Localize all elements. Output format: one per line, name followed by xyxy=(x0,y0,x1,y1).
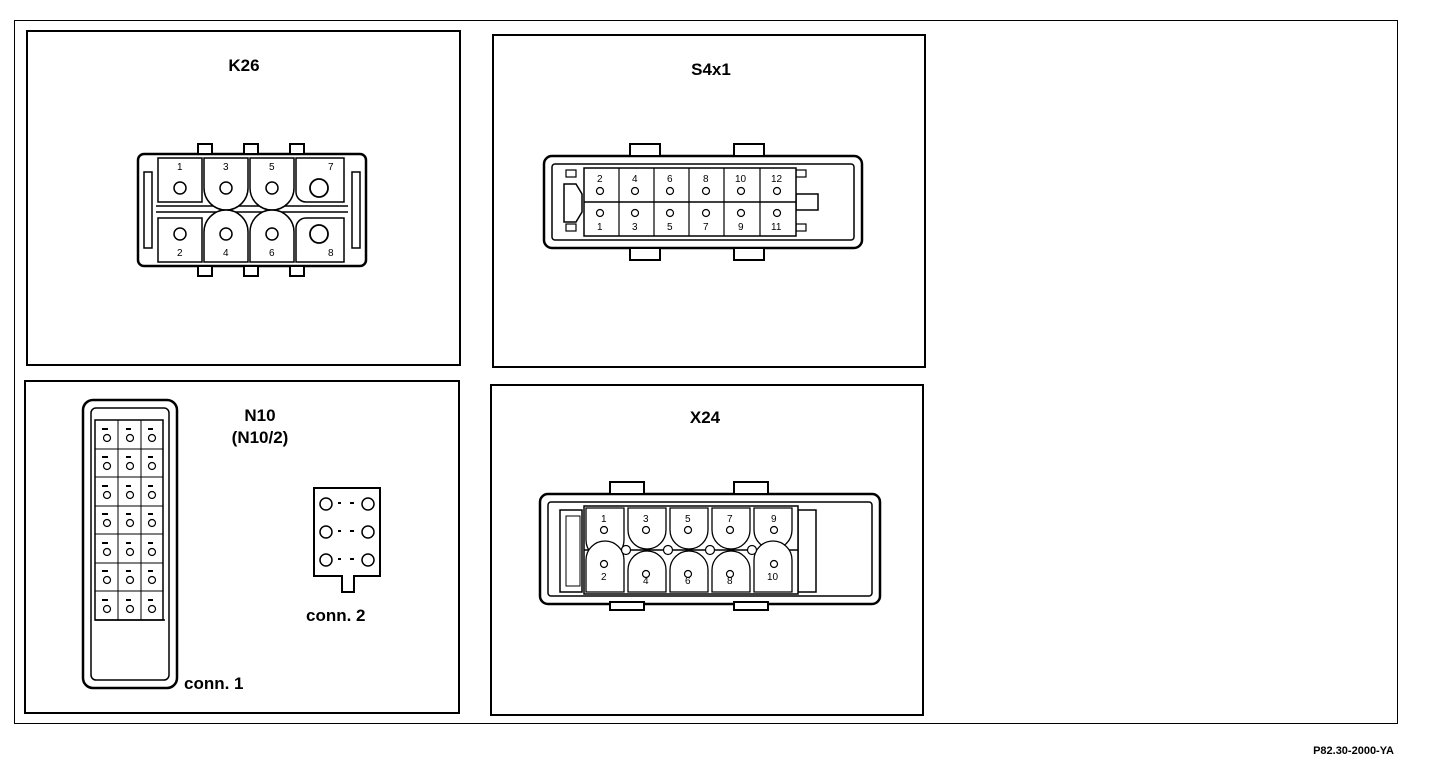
n10-conn2-label: conn. 2 xyxy=(306,606,366,625)
s4x1-pin-label: 6 xyxy=(667,174,673,185)
k26-pin-label: 7 xyxy=(328,162,334,173)
x24-pin-label: 1 xyxy=(601,514,607,525)
x24-pin-label: 6 xyxy=(685,576,691,587)
k26-connector: 1 3 5 7 2 4 6 8 xyxy=(136,143,368,277)
reference-code: P82.30-2000-YA xyxy=(1313,745,1394,757)
n10-subtitle: (N10/2) xyxy=(231,428,289,447)
k26-pin-label: 2 xyxy=(177,248,183,259)
s4x1-pin-label: 7 xyxy=(703,222,709,233)
x24-pin-label: 9 xyxy=(771,514,777,525)
k26-pin-label: 5 xyxy=(269,162,275,173)
x24-title: X24 xyxy=(689,408,721,427)
n10-conn1-connector xyxy=(81,398,179,690)
diagram-frame xyxy=(14,20,1398,724)
k26-title: K26 xyxy=(228,56,260,75)
panel-s4x1: S4x1 2 4 6 8 10 12 xyxy=(492,34,926,368)
panel-n10: N10 (N10/2) xyxy=(24,380,460,714)
n10-conn2-connector xyxy=(313,487,381,593)
k26-pin-label: 6 xyxy=(269,248,275,259)
panel-x24: X24 1 3 5 7 9 2 xyxy=(490,384,924,716)
s4x1-pin-label: 2 xyxy=(597,174,603,185)
x24-pin-label: 3 xyxy=(643,514,649,525)
k26-pin-label: 1 xyxy=(177,162,183,173)
s4x1-pin-label: 3 xyxy=(632,222,638,233)
x24-pin-label: 2 xyxy=(601,572,607,583)
s4x1-pin-label: 11 xyxy=(771,222,782,233)
s4x1-pin-label: 4 xyxy=(632,174,638,185)
s4x1-pin-label: 8 xyxy=(703,174,709,185)
n10-title: N10 xyxy=(244,406,276,425)
panel-k26: K26 1 3 5 7 2 4 6 8 xyxy=(26,30,461,366)
k26-pin-label: 4 xyxy=(223,248,229,259)
s4x1-pin-label: 5 xyxy=(667,222,673,233)
x24-pin-label: 4 xyxy=(643,576,649,587)
s4x1-pin-label: 12 xyxy=(771,174,783,185)
x24-pin-label: 7 xyxy=(727,514,733,525)
s4x1-pin-label: 1 xyxy=(597,222,603,233)
x24-pin-label: 10 xyxy=(767,572,779,583)
k26-pin-label: 8 xyxy=(328,248,334,259)
s4x1-title: S4x1 xyxy=(691,60,731,79)
n10-conn1-label: conn. 1 xyxy=(184,674,244,693)
s4x1-pin-label: 10 xyxy=(735,174,747,185)
x24-pin-label: 8 xyxy=(727,576,733,587)
k26-pin-label: 3 xyxy=(223,162,229,173)
s4x1-pin-label: 9 xyxy=(738,222,744,233)
x24-pin-label: 5 xyxy=(685,514,691,525)
s4x1-connector: 2 4 6 8 10 12 1 3 5 7 9 11 xyxy=(542,143,864,261)
x24-connector: 1 3 5 7 9 2 4 6 8 10 xyxy=(538,481,882,611)
